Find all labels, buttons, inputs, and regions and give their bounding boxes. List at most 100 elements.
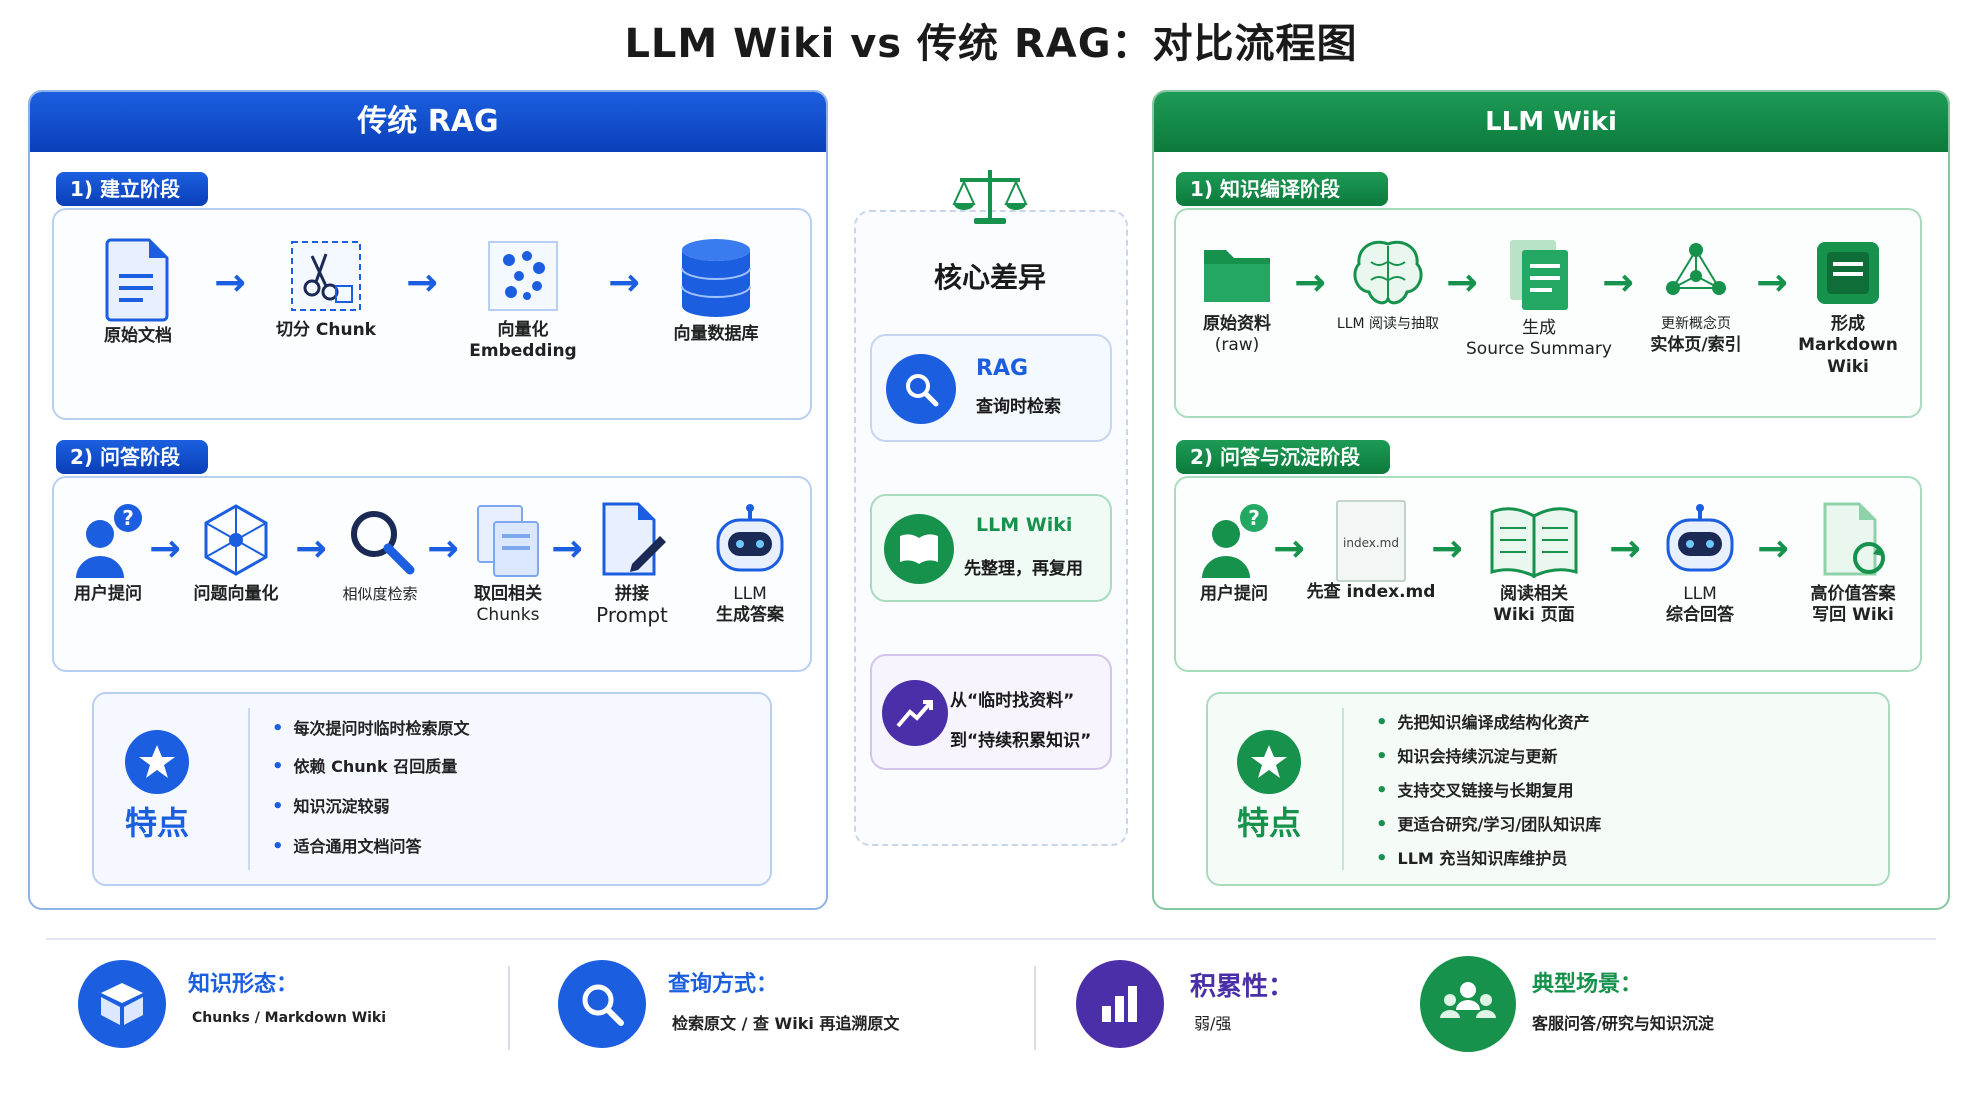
- arrow-right-icon: →: [551, 526, 583, 570]
- center-card-evolution-desc2: 到“持续积累知识”: [950, 731, 1092, 751]
- bottom-knowledge-form-title: 知识形态：: [188, 972, 299, 997]
- wiki-compile-tag: 1) 知识编译阶段: [1176, 172, 1388, 206]
- page-title: LLM Wiki vs 传统 RAG：对比流程图: [624, 21, 1358, 67]
- wiki-features-title: 特点: [1236, 804, 1301, 842]
- search-icon: [558, 960, 646, 1048]
- user-question-icon: ?: [1202, 504, 1268, 578]
- wiki-feature-item: 知识会持续沉淀与更新: [1376, 746, 1558, 768]
- step-embedding: 向量化 Embedding: [458, 236, 588, 362]
- rag-feature-item: 依赖 Chunk 召回质量: [272, 756, 458, 778]
- center-title: 核心差异: [933, 261, 1046, 294]
- step-user-question: ? 用户提问: [1182, 500, 1286, 604]
- cubes-icon: [78, 960, 166, 1048]
- trend-up-icon: [882, 680, 948, 746]
- arrow-right-icon: →: [1273, 526, 1305, 570]
- search-icon: [351, 511, 415, 575]
- rag-feature-item: 知识沉淀较弱: [272, 796, 390, 818]
- wiki-page-icon: [1817, 242, 1879, 304]
- bar-chart-icon: [1076, 960, 1164, 1048]
- wiki-feature-item: LLM 充当知识库维护员: [1376, 848, 1568, 870]
- book-icon: [884, 514, 954, 584]
- step-raw-materials: 原始资料 (raw): [1182, 236, 1292, 356]
- star-icon: [125, 730, 189, 794]
- step-llm-generate: LLM 生成答案: [698, 500, 802, 626]
- documents-icon: [477, 505, 539, 577]
- index-doc-icon: index.md: [1336, 500, 1406, 582]
- arrow-right-icon: →: [1609, 526, 1641, 570]
- step-llm-read-extract: LLM 阅读与抽取: [1318, 236, 1458, 334]
- summary-docs-icon: [1510, 240, 1568, 310]
- step-llm-answer: LLM 综合回答: [1650, 500, 1750, 626]
- arrow-right-icon: →: [1602, 260, 1634, 304]
- wiki-features-badge: 特点: [1224, 730, 1314, 844]
- bottom-typical-scenario-desc: 客服问答/研究与知识沉淀: [1532, 1014, 1714, 1033]
- document-icon: [105, 238, 169, 322]
- step-write-back: 高价值答案 写回 Wiki: [1790, 500, 1916, 626]
- wiki-features-divider: [1342, 708, 1344, 870]
- robot-icon: [716, 504, 784, 572]
- bottom-query-method-desc: 检索原文 / 查 Wiki 再追溯原文: [672, 1014, 900, 1033]
- star-icon: [1237, 730, 1301, 794]
- rag-features-divider: [248, 708, 250, 870]
- robot-icon: [1666, 504, 1734, 572]
- step-read-wiki: 阅读相关 Wiki 页面: [1476, 500, 1592, 626]
- wiki-qa-phase: [1174, 476, 1922, 672]
- search-icon: [886, 354, 956, 424]
- arrow-right-icon: →: [1294, 260, 1326, 304]
- bottom-divider: [1034, 966, 1036, 1050]
- center-card-wiki-title: LLM Wiki: [976, 514, 1073, 536]
- wiki-feature-item: 更适合研究/学习/团队知识库: [1376, 814, 1602, 836]
- team-icon: [1420, 956, 1516, 1052]
- wiki-panel-header: LLM Wiki: [1154, 92, 1948, 152]
- step-question-vector: 问题向量化: [180, 500, 292, 604]
- bottom-accumulation-title: 积累性：: [1190, 972, 1295, 1002]
- rag-build-phase: [52, 208, 812, 420]
- arrow-right-icon: →: [1446, 260, 1478, 304]
- arrow-right-icon: →: [427, 526, 459, 570]
- arrow-right-icon: →: [608, 260, 640, 304]
- document-refresh-icon: [1823, 502, 1885, 576]
- bottom-typical-scenario-title: 典型场景：: [1532, 972, 1643, 997]
- step-check-index: index.md 先查 index.md: [1306, 500, 1436, 602]
- arrow-right-icon: →: [1757, 526, 1789, 570]
- rag-feature-item: 每次提问时临时检索原文: [272, 718, 470, 740]
- user-question-icon: ?: [76, 504, 142, 578]
- arrow-right-icon: →: [214, 260, 246, 304]
- arrow-right-icon: →: [406, 260, 438, 304]
- rag-panel-header: 传统 RAG: [30, 92, 826, 152]
- step-similarity-search: 相似度检索: [324, 500, 436, 604]
- arrow-right-icon: →: [149, 526, 181, 570]
- step-vector-db: 向量数据库: [656, 236, 776, 344]
- step-raw-docs: 原始文档: [88, 236, 188, 346]
- document-edit-icon: [602, 502, 666, 576]
- vector-dots-icon: [488, 241, 558, 311]
- folder-icon: [1204, 250, 1270, 302]
- wiki-qa-tag: 2) 问答与沉淀阶段: [1176, 440, 1390, 474]
- arrow-right-icon: →: [1431, 526, 1463, 570]
- rag-qa-tag: 2) 问答阶段: [56, 440, 208, 474]
- step-retrieve-chunks: 取回相关 Chunks: [456, 500, 560, 626]
- rag-build-tag: 1) 建立阶段: [56, 172, 208, 206]
- svg-text:?: ?: [1248, 506, 1260, 530]
- scissors-icon: [291, 241, 361, 311]
- bottom-query-method-title: 查询方式：: [668, 972, 779, 997]
- rag-features-title: 特点: [124, 804, 189, 842]
- arrow-right-icon: →: [1756, 260, 1788, 304]
- step-update-concepts: 更新概念页 实体页/索引: [1634, 236, 1758, 356]
- bottom-divider: [508, 966, 510, 1050]
- rag-features-badge: 特点: [112, 730, 202, 844]
- rag-feature-item: 适合通用文档问答: [272, 836, 422, 858]
- brain-icon: [1353, 240, 1423, 305]
- scale-icon: [950, 164, 1030, 228]
- graph-icon: [1666, 243, 1726, 295]
- svg-text:?: ?: [122, 506, 134, 530]
- bottom-knowledge-form-desc: Chunks / Markdown Wiki: [192, 1010, 387, 1026]
- step-markdown-wiki: 形成 Markdown Wiki: [1778, 236, 1918, 378]
- step-concat-prompt: 拼接 Prompt: [582, 500, 682, 626]
- bottom-accumulation-desc: 弱/强: [1194, 1014, 1232, 1033]
- arrow-right-icon: →: [295, 526, 327, 570]
- center-card-wiki-desc: 先整理，再复用: [964, 559, 1083, 579]
- center-card-rag-desc: 查询时检索: [976, 397, 1061, 417]
- network-hex-icon: [204, 504, 268, 576]
- center-card-rag-title: RAG: [976, 356, 1029, 381]
